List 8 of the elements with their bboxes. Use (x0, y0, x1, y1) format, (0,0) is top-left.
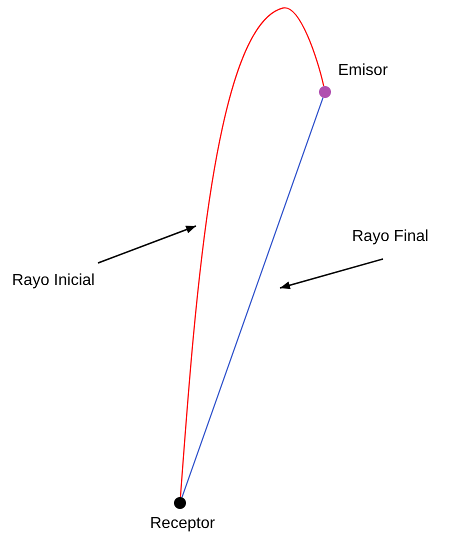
leader-arrow (280, 258, 384, 290)
callout-label: Rayo Final (352, 228, 428, 246)
callout-label: Rayo Inicial (12, 272, 95, 290)
ray-curve (180, 7, 324, 498)
ray-line (181, 97, 324, 498)
leader-arrow (98, 225, 196, 264)
point-label: Emisor (338, 62, 388, 80)
point-label: Receptor (150, 515, 215, 533)
